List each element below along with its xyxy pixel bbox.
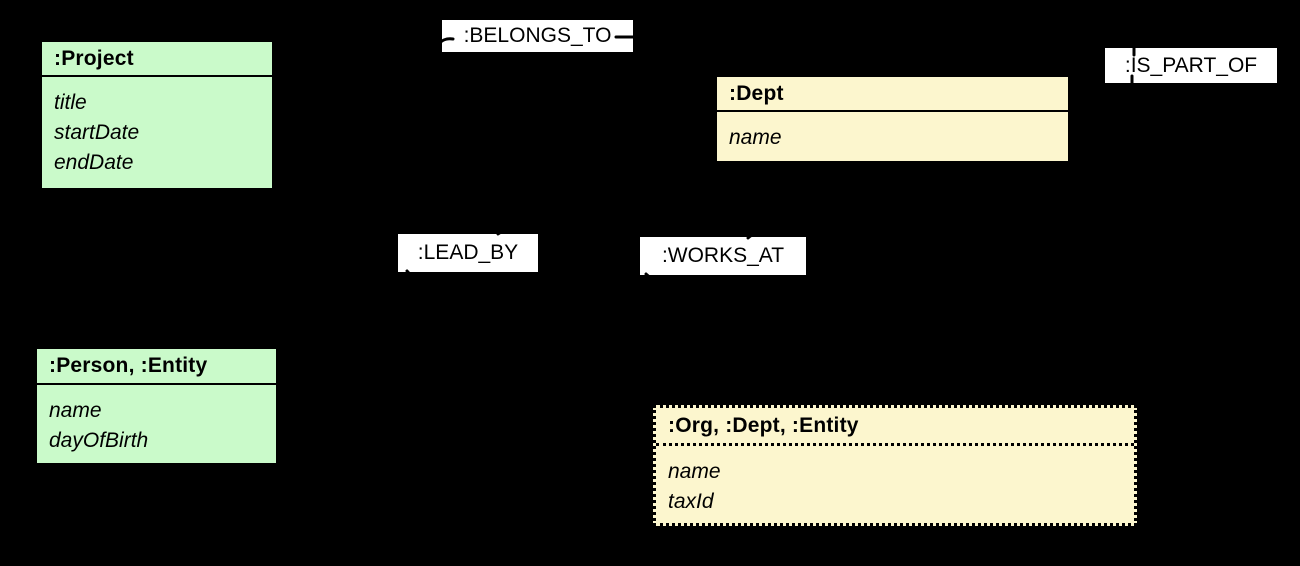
- node-org-dept-entity-title: :Org, :Dept, :Entity: [656, 408, 1134, 446]
- node-dept: :Dept name: [715, 75, 1070, 163]
- relationship-label-belongs-to: :BELONGS_TO: [442, 20, 633, 52]
- attribute: taxId: [668, 490, 714, 513]
- attribute: name: [729, 126, 782, 149]
- node-project-title: :Project: [42, 42, 272, 77]
- node-project: :Project title startDate endDate: [40, 40, 274, 190]
- node-person-entity: :Person, :Entity name dayOfBirth: [35, 347, 278, 465]
- node-org-dept-entity-attributes: name taxId: [656, 446, 1134, 517]
- attribute: endDate: [54, 151, 134, 174]
- attribute: startDate: [54, 121, 140, 144]
- node-project-attributes: title startDate endDate: [42, 77, 272, 178]
- attribute: name: [49, 399, 102, 422]
- node-dept-attributes: name: [717, 112, 1068, 153]
- node-person-entity-title: :Person, :Entity: [37, 349, 276, 385]
- node-dept-title: :Dept: [717, 77, 1068, 112]
- relationship-label-works-at: :WORKS_AT: [640, 237, 806, 275]
- node-org-dept-entity: :Org, :Dept, :Entity name taxId: [653, 405, 1137, 526]
- attribute: name: [668, 460, 721, 483]
- node-person-entity-attributes: name dayOfBirth: [37, 385, 276, 456]
- relationship-label-lead-by: :LEAD_BY: [398, 234, 538, 272]
- attribute: dayOfBirth: [49, 429, 149, 452]
- relationship-label-is-part-of: :IS_PART_OF: [1105, 48, 1277, 83]
- attribute: title: [54, 91, 87, 114]
